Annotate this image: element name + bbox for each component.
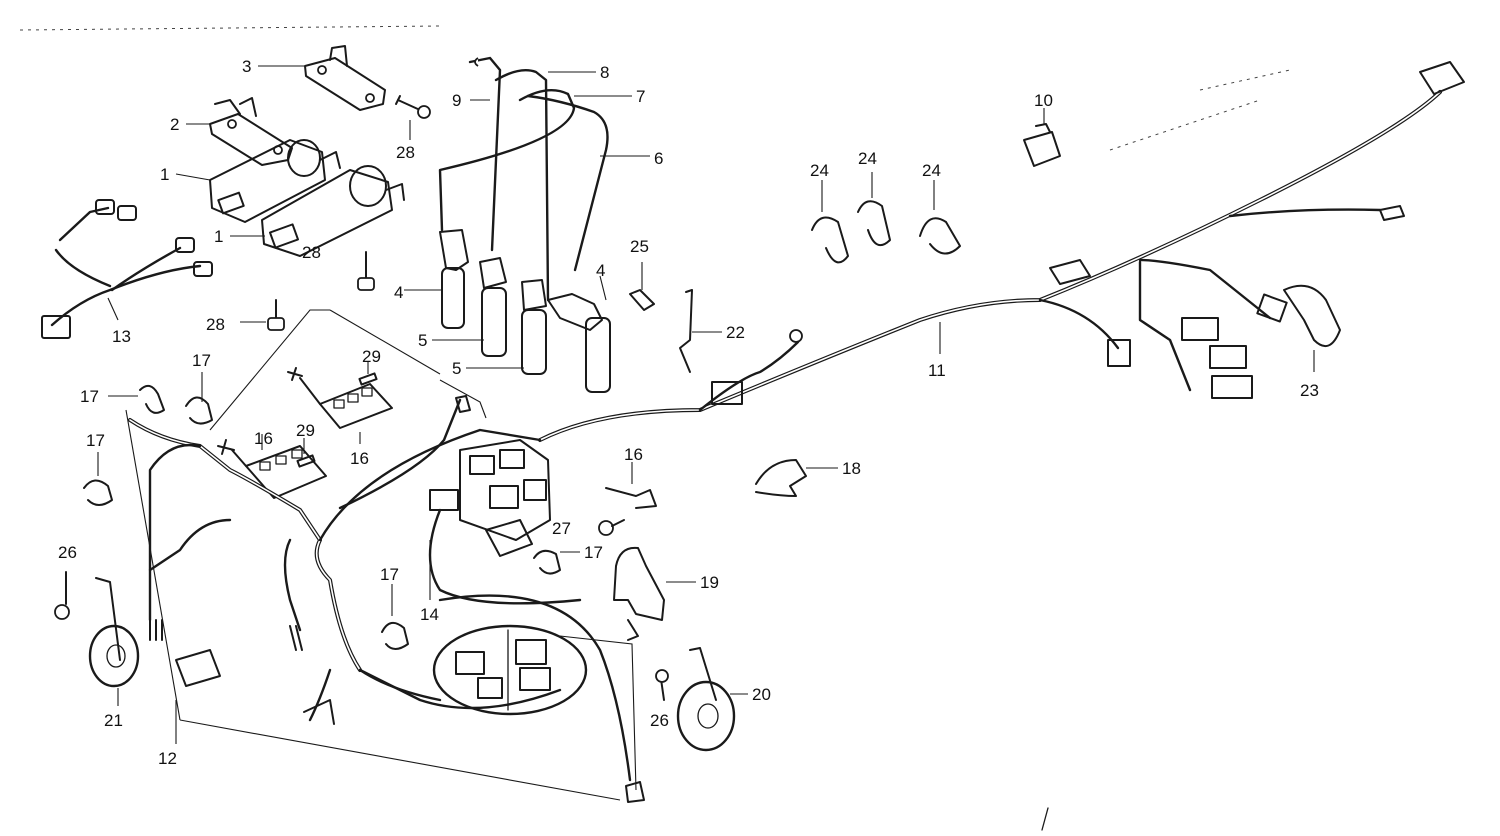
callout-4: 4 [394,283,403,302]
callout-5: 5 [452,359,461,378]
part-2-bracket [186,97,293,166]
callout-26: 26 [650,711,669,730]
part-8-ht-cord [494,69,596,302]
callout-29: 29 [362,347,381,366]
part-26-bolt-left [54,571,70,620]
part-11-main-wire-harness [538,61,1465,442]
scan-artifacts [19,25,1291,831]
part-29-fuse-lower [296,438,316,468]
part-16-clip-mid [605,462,657,509]
callout-10: 10 [1034,91,1053,110]
callout-28: 28 [302,243,321,262]
part-17-clamp-d [381,584,409,650]
part-25-clip [629,262,655,311]
callout-17: 17 [380,565,399,584]
callout-12: 12 [158,749,177,768]
callout-26: 26 [58,543,77,562]
part-junction-box-lower [432,624,588,716]
part-23-cover [1283,284,1341,372]
part-28-bolt-lower [240,299,285,331]
callout-21: 21 [104,711,123,730]
construction-lines [125,309,637,801]
callout-19: 19 [700,573,719,592]
callout-17: 17 [80,387,99,406]
callout-20: 20 [752,685,771,704]
part-4-plug-cap-right [547,275,611,393]
callout-16: 16 [624,445,643,464]
callout-1: 1 [160,165,169,184]
callout-23: 23 [1300,381,1319,400]
callout-17: 17 [584,543,603,562]
callout-17: 17 [192,351,211,370]
part-28-bolt-mid [357,251,375,291]
callout-24: 24 [810,161,829,180]
callout-4: 4 [596,261,605,280]
part-22-wire-lead [679,289,722,373]
callout-1: 1 [214,227,223,246]
callout-7: 7 [636,87,645,106]
part-4-plug-cap-left [404,229,469,329]
callout-24: 24 [922,161,941,180]
part-24-clamp-b [857,172,891,247]
callout-8: 8 [600,63,609,82]
callout-18: 18 [842,459,861,478]
callout-5: 5 [418,331,427,350]
part-14-junction-assembly [428,439,582,605]
part-10-connector [1023,108,1061,167]
callout-29: 29 [296,421,315,440]
part-18-clamp [755,459,838,497]
part-5-plug-cap-a [432,257,507,357]
callout-24: 24 [858,149,877,168]
callout-11: 11 [928,361,946,380]
part-7-ht-cord [438,88,632,232]
callout-28: 28 [396,143,415,162]
callout-9: 9 [452,91,461,110]
callout-16: 16 [350,449,369,468]
part-21-horn [88,577,140,706]
part-24-clamp-a [811,180,849,264]
part-19-horn-bracket [613,546,696,641]
callout-13: 13 [112,327,131,346]
part-29-fuse-upper [358,362,378,386]
part-6-ht-cord [526,94,650,272]
part-12-front-harness [128,395,645,803]
part-26-bolt-right [655,669,669,701]
callout-14: 14 [420,605,439,624]
part-24-clamp-c [919,180,961,255]
part-3-bracket [258,45,386,111]
part-16-fuse-box-upper [287,367,393,444]
callout-6: 6 [654,149,663,168]
part-28-bolt-upper [395,95,431,140]
part-1-ignition-coil-lower [230,165,405,257]
callout-16: 16 [254,429,273,448]
callout-25: 25 [630,237,649,256]
part-20-horn [676,647,748,752]
part-13-sub-harness [41,199,213,339]
part-17-clamp-e [533,549,580,575]
part-1-ignition-coil-upper [175,139,341,223]
part-17-clamp-a [108,384,165,414]
callout-22: 22 [726,323,745,342]
callout-28: 28 [206,315,225,334]
part-17-clamp-c [83,452,113,506]
callout-27: 27 [552,519,571,538]
part-27-bolt [598,519,625,536]
part-17-clamp-b [185,372,213,425]
part-9-ht-cord [468,56,502,252]
callout-17: 17 [86,431,105,450]
callout-labels: 3 2 1 1 28 9 8 7 6 4 4 5 5 10 24 24 24 2… [58,57,1319,768]
part-5-plug-cap-b [466,279,547,375]
callout-2: 2 [170,115,179,134]
callout-3: 3 [242,57,251,76]
